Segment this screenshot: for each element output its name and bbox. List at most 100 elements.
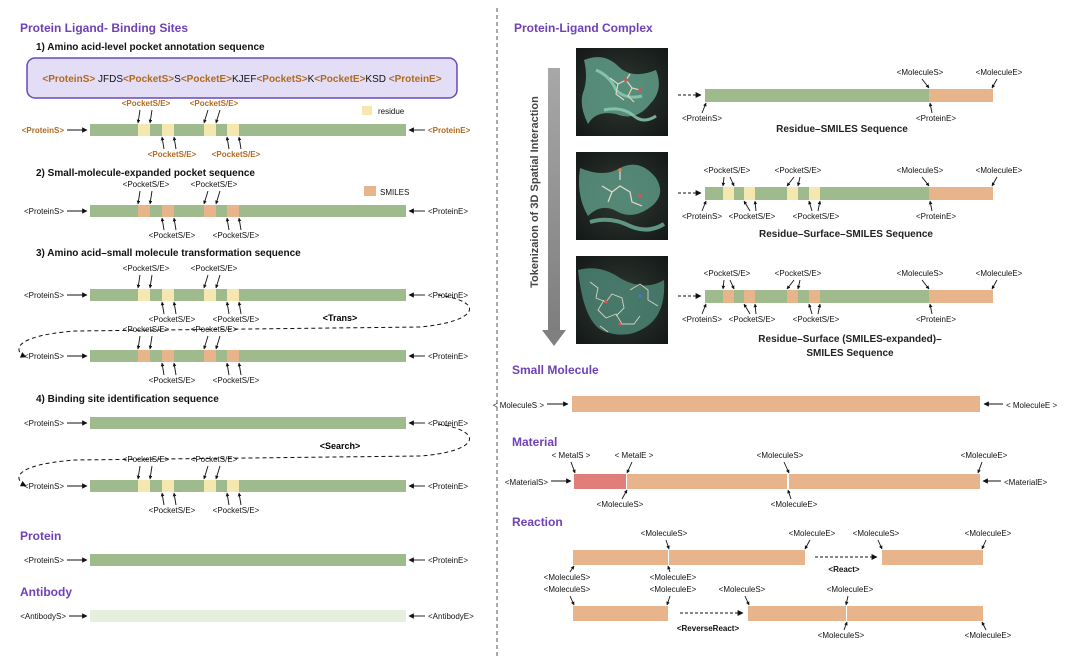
- protein-end-tag: <ProteinE>: [916, 212, 956, 221]
- molecule-start-arrow: [921, 176, 930, 187]
- molecule-end-tag: <MoleculeE>: [976, 68, 1023, 77]
- pocket-arrow-bottom-2: [753, 303, 758, 315]
- protein-start-tag: <ProteinS>: [682, 315, 722, 324]
- protein-end-arrow: [928, 303, 933, 315]
- pocket-arrow-bottom-3: [808, 200, 813, 212]
- small-molecule-start-tag: < MoleculeS >: [493, 401, 544, 410]
- r3-residue-surface-expanded-sequence: <ProteinS><ProteinE><MoleculeS><Molecule…: [678, 269, 1023, 324]
- legend-smiles-swatch: [364, 186, 376, 196]
- metal-end-arrow: [626, 461, 633, 474]
- pocket-arrow-top-4: [796, 279, 801, 290]
- pocket-segment-1: [162, 350, 174, 362]
- product-bar: [882, 550, 983, 565]
- pocket-arrow-top-3: [203, 335, 209, 350]
- protein-bar: [90, 480, 406, 492]
- pocket-arrow-top-1: [136, 109, 141, 124]
- pocket-tag-bottom-2: <PocketS/E>: [213, 506, 260, 515]
- r3-caption-line2: SMILES Sequence: [806, 348, 894, 359]
- pocket-arrow-bottom-4: [237, 217, 242, 231]
- trans-connector: [18, 294, 471, 358]
- end-tag: <ProteinE>: [428, 419, 468, 428]
- pocket-tag-bottom-2: <PocketS/E>: [793, 315, 840, 324]
- trans-label: <Trans>: [323, 313, 358, 323]
- antibody-start-tag: <AntibodyS>: [20, 612, 66, 621]
- pocket-arrow-bottom-1: [160, 217, 165, 231]
- pocket-arrow-bottom-4: [817, 200, 822, 212]
- seq-token-10: <ProteinE>: [389, 74, 442, 85]
- r2-react-end-top: <MoleculeE>: [827, 585, 874, 594]
- molecule-end-arrow: [991, 78, 998, 89]
- reactant-2-bar: [669, 550, 805, 565]
- r2-react-start-bottom-arrow: [843, 621, 848, 631]
- protein-start-arrow: [701, 102, 707, 114]
- seq-token-6: <PocketS>: [256, 74, 307, 85]
- pocket-arrow-bottom-1: [160, 136, 165, 150]
- legend-residue-label: residue: [378, 107, 405, 116]
- end-tag: <ProteinE>: [428, 556, 468, 565]
- pocket-arrow-bottom-3: [225, 217, 230, 231]
- protein-start-arrow: [701, 303, 707, 315]
- tokenization-arrow-head: [542, 330, 566, 346]
- r2-react-start-top-arrow: [744, 595, 750, 606]
- r1-mol-start-bottom-arrow: [569, 565, 575, 573]
- complex-image-3: [576, 256, 668, 344]
- metal-start-arrow: [570, 461, 576, 474]
- pocket-arrow-top-1: [136, 190, 141, 205]
- pocket-segment-2: [204, 289, 216, 301]
- seq-token-3: S: [174, 74, 181, 85]
- s1-protein-sequence: <ProteinS><ProteinE><PocketS/E><PocketS/…: [22, 99, 471, 159]
- material-start-tag: <MaterialS>: [505, 478, 548, 487]
- protein-title: Protein: [20, 529, 61, 543]
- s1-sequence-box: [26, 57, 458, 99]
- antibody-sequence: <AntibodyS><AntibodyE>: [20, 610, 474, 622]
- r1-prod-start-top: <MoleculeS>: [853, 529, 900, 538]
- pocket-tag-top-2: <PocketS/E>: [191, 264, 238, 273]
- tokenization-label: Tokenizaion of 3D Spatial Interaction: [529, 96, 541, 288]
- pocket-arrow-top-3: [203, 109, 209, 124]
- pocket-tag-top-2: <PocketS/E>: [190, 99, 239, 108]
- end-tag: <ProteinE>: [428, 482, 468, 491]
- reverse-reactant-2-bar: [847, 606, 983, 621]
- protein-bar: [90, 205, 406, 217]
- pocket-arrow-top-2: [148, 109, 153, 124]
- pocket-arrow-bottom-4: [237, 301, 242, 315]
- pocket-segment-0: [138, 205, 150, 217]
- s3-smiles-sequence: <ProteinS><ProteinE><PocketS/E><PocketS/…: [24, 325, 468, 385]
- small-molecule-sequence: < MoleculeS >< MoleculeE >: [493, 396, 1057, 412]
- metal-start-tag: < MetalS >: [552, 451, 591, 460]
- pocket-arrow-bottom-1: [160, 301, 165, 315]
- pocket-segment-3: [227, 205, 239, 217]
- end-tag: <ProteinE>: [428, 207, 468, 216]
- pocket-arrow-bottom-3: [225, 362, 230, 376]
- pocket-tag-bottom-1: <PocketS/E>: [149, 376, 196, 385]
- pocket-segment-3: [227, 124, 239, 136]
- r2-react-end-bottom-arrow: [981, 621, 987, 631]
- molecule-end-arrow: [991, 279, 998, 290]
- metal-bar: [574, 474, 626, 489]
- s4-pocket-sequence: <ProteinS><ProteinE><PocketS/E><PocketS/…: [24, 455, 468, 515]
- protein-bar: [90, 350, 406, 362]
- pocket-tag-top-1: <PocketS/E>: [704, 166, 751, 175]
- small-molecule-bar: [572, 396, 980, 412]
- s3-residue-sequence: <ProteinS><ProteinE><PocketS/E><PocketS/…: [24, 264, 468, 324]
- seq-token-1: JFDS: [95, 74, 123, 85]
- protein-start-arrow: [701, 200, 707, 212]
- pocket-tag-bottom-2: <PocketS/E>: [213, 376, 260, 385]
- protein-bar: [90, 554, 406, 566]
- molecule-start-tag: <MoleculeS>: [897, 68, 944, 77]
- pocket-tag-top-2: <PocketS/E>: [775, 269, 822, 278]
- pocket-arrow-top-3: [786, 279, 795, 290]
- molecule-end-tag: <MoleculeE>: [976, 166, 1023, 175]
- r1-mol-start-top: <MoleculeS>: [641, 529, 688, 538]
- pocket-arrow-bottom-4: [237, 362, 242, 376]
- search-label: <Search>: [320, 441, 361, 451]
- left-title: Protein Ligand- Binding Sites: [20, 21, 188, 35]
- pocket-tag-bottom-1: <PocketS/E>: [729, 212, 776, 221]
- pocket-arrow-bottom-2: [172, 136, 177, 150]
- molecule-start-arrow: [921, 78, 930, 89]
- antibody-bar: [90, 610, 406, 622]
- seq-token-4: <PocketE>: [181, 74, 232, 85]
- molecule-bar: [929, 89, 993, 102]
- pocket-segment-1: [162, 480, 174, 492]
